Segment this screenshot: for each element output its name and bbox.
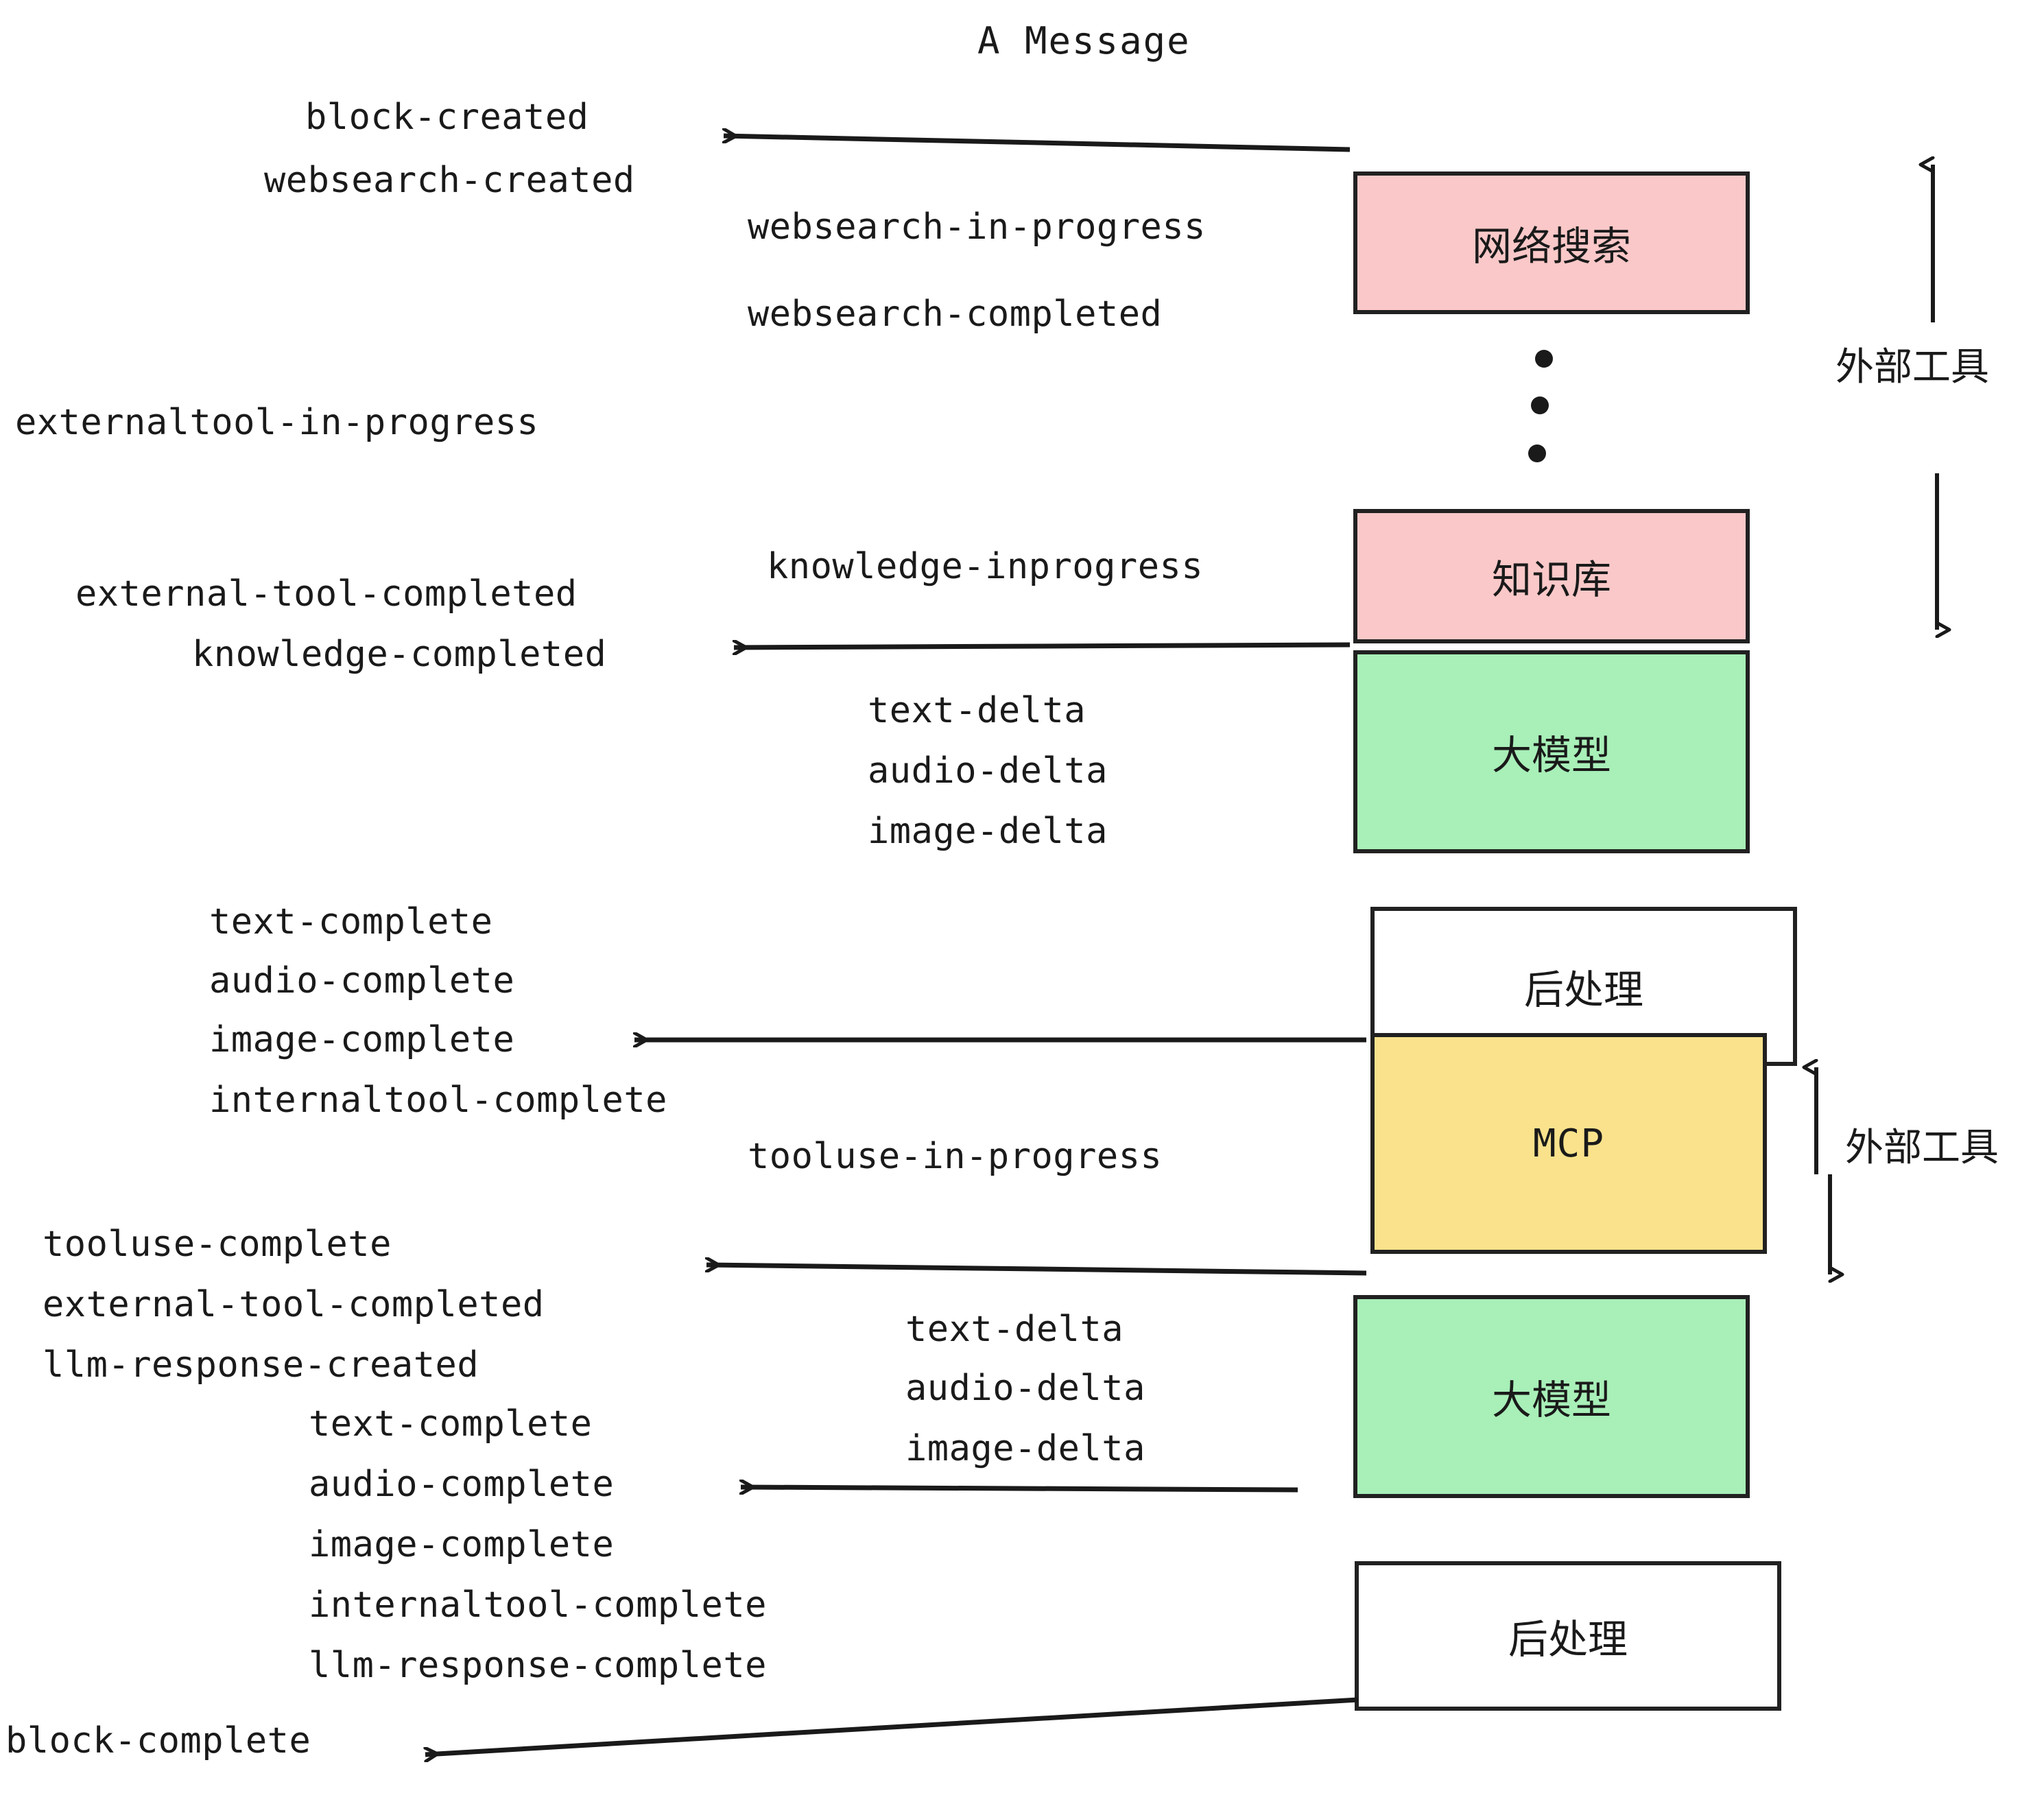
arrow-mcp-to-tooluse-complete bbox=[706, 1265, 1367, 1276]
event-websearch-created: websearch-created bbox=[264, 160, 635, 201]
box-knowledge-label: 知识库 bbox=[1491, 556, 1611, 603]
box-llm-2: 大模型 bbox=[1353, 1295, 1750, 1498]
box-llm-1: 大模型 bbox=[1353, 650, 1750, 853]
external-tool-label-top: 外部工具 bbox=[1835, 345, 1989, 390]
event-audio-delta-1: audio-delta bbox=[868, 750, 1108, 792]
event-websearch-completed: websearch-completed bbox=[748, 294, 1163, 335]
arrow-postprocess2-to-block-complete bbox=[425, 1697, 1359, 1755]
box-llm-2-label: 大模型 bbox=[1491, 1377, 1611, 1423]
event-internaltool-complete-2: internaltool-complete bbox=[309, 1585, 767, 1626]
box-mcp: MCP bbox=[1370, 1033, 1767, 1254]
arrow-knowledge-to-knowledge-completed bbox=[734, 645, 1351, 648]
arrow-llm2-to-audio-complete bbox=[741, 1487, 1298, 1490]
event-tooluse-in-progress: tooluse-in-progress bbox=[748, 1136, 1163, 1177]
box-postprocess-2-label: 后处理 bbox=[1508, 1616, 1628, 1663]
event-block-complete: block-complete bbox=[5, 1720, 311, 1761]
event-knowledge-completed: knowledge-completed bbox=[192, 634, 607, 675]
event-websearch-in-progress: websearch-in-progress bbox=[748, 206, 1206, 248]
event-audio-complete-1: audio-complete bbox=[209, 960, 515, 1001]
external-tool-label-bottom: 外部工具 bbox=[1845, 1126, 1999, 1170]
event-text-complete-2: text-complete bbox=[309, 1403, 593, 1445]
event-knowledge-inprogress: knowledge-inprogress bbox=[767, 546, 1204, 587]
arrow-websearch-to-block-created bbox=[724, 136, 1351, 152]
ellipsis-dot-icon bbox=[1535, 350, 1553, 368]
event-text-complete-1: text-complete bbox=[209, 901, 493, 942]
event-llm-response-created: llm-response-created bbox=[43, 1344, 479, 1386]
event-audio-complete-2: audio-complete bbox=[309, 1464, 615, 1505]
ellipsis-dot-icon bbox=[1528, 444, 1546, 462]
event-image-delta-1: image-delta bbox=[868, 811, 1108, 852]
event-tooluse-complete: tooluse-complete bbox=[43, 1224, 392, 1265]
box-websearch-label: 网络搜索 bbox=[1471, 223, 1631, 270]
box-mcp-label: MCP bbox=[1532, 1121, 1605, 1166]
event-external-tool-completed-1: external-tool-completed bbox=[75, 573, 578, 615]
event-image-delta-2: image-delta bbox=[905, 1428, 1145, 1469]
event-audio-delta-2: audio-delta bbox=[905, 1368, 1145, 1409]
ellipsis-dot-icon bbox=[1531, 396, 1549, 414]
box-knowledge: 知识库 bbox=[1353, 509, 1750, 643]
box-websearch: 网络搜索 bbox=[1353, 171, 1750, 314]
event-text-delta-1: text-delta bbox=[868, 690, 1086, 731]
box-postprocess-2: 后处理 bbox=[1355, 1561, 1781, 1711]
event-block-created: block-created bbox=[305, 97, 589, 138]
event-externaltool-in-progress: externaltool-in-progress bbox=[15, 402, 539, 443]
event-image-complete-2: image-complete bbox=[309, 1524, 615, 1565]
event-external-tool-completed-2: external-tool-completed bbox=[43, 1284, 545, 1325]
event-internaltool-complete-1: internaltool-complete bbox=[209, 1080, 667, 1121]
event-text-delta-2: text-delta bbox=[905, 1309, 1124, 1350]
event-llm-response-complete: llm-response-complete bbox=[309, 1645, 767, 1686]
box-postprocess-1-label: 后处理 bbox=[1523, 966, 1643, 1013]
event-image-complete-1: image-complete bbox=[209, 1019, 515, 1060]
page-title: A Message bbox=[977, 19, 1191, 62]
box-llm-1-label: 大模型 bbox=[1491, 732, 1611, 779]
